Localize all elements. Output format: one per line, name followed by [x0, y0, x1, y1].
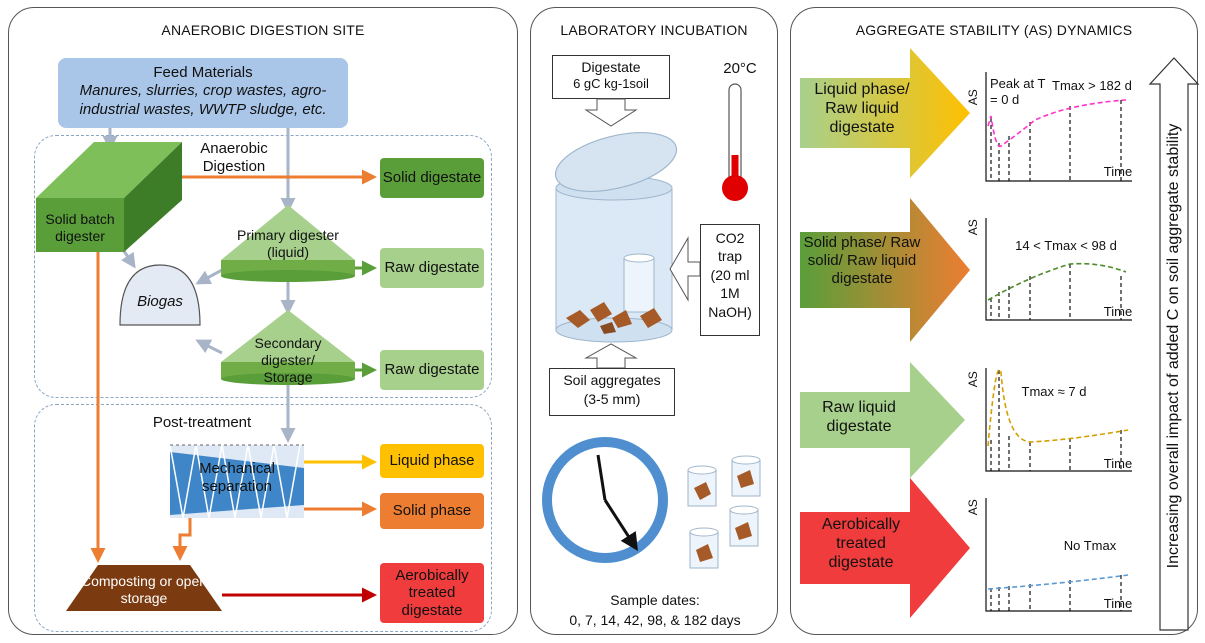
chart4-sample-ticks	[990, 575, 1122, 611]
output-solid-phase: Solid phase	[380, 493, 484, 529]
thermometer-icon	[722, 83, 748, 201]
post-treatment-label: Post-treatment	[152, 414, 252, 431]
increasing-impact-arrow	[1148, 57, 1200, 631]
chart3-ylabel: AS	[965, 371, 980, 388]
panel-title: LABORATORY INCUBATION	[560, 22, 748, 38]
chart1-curve	[987, 99, 1127, 148]
chart3-curve	[987, 369, 1129, 447]
feed-title: Feed Materials	[153, 64, 253, 81]
chart1-sample-ticks	[990, 100, 1122, 181]
row3-arrow-label: Raw liquid digestate	[822, 399, 896, 436]
chart1-xlabel: Time	[1103, 164, 1133, 179]
chart3-tmax-note: Tmax ≈ 7 d	[1021, 384, 1087, 399]
output-aerobically-treated: Aerobically treated digestate	[380, 563, 484, 623]
trap-line-5: NaOH)	[708, 303, 752, 320]
row3-arrow	[800, 362, 965, 478]
chart4-axes	[985, 498, 1132, 612]
chart4-xlabel: Time	[1103, 596, 1133, 611]
digestate-dose-box: Digestate 6 gC kg-1soil	[552, 55, 670, 99]
row1-arrow-label: Liquid phase/ Raw liquid digestate	[814, 81, 910, 137]
row4-arrow-label: Aerobically treated digestate	[821, 516, 901, 572]
soil-size: (3-5 mm)	[583, 390, 641, 407]
biogas-label: Biogas	[137, 293, 183, 310]
primary-digester-label: Primary digester (liquid)	[237, 227, 339, 260]
chart2-xlabel: Time	[1103, 304, 1133, 319]
row1-arrow	[800, 48, 970, 178]
chart4-ylabel: AS	[965, 499, 980, 516]
orange-flow-arrows	[90, 169, 377, 563]
jar-lid	[554, 132, 678, 192]
chart2-sample-ticks	[990, 264, 1122, 320]
feed-text: Manures, slurries, crop wastes, agro-ind…	[79, 82, 327, 118]
chart1-axes	[985, 72, 1132, 182]
secondary-digester-label: Secondary digester/ Storage	[254, 335, 322, 385]
clock-icon	[542, 437, 668, 563]
chart3-sample-ticks	[990, 370, 1122, 471]
chart2-curve	[987, 262, 1127, 301]
row2-arrow	[800, 198, 970, 342]
trap-line-2: trap	[717, 248, 743, 265]
co2-trap-arrow	[669, 236, 701, 302]
anaerobic-digestion-label: Anaerobic Digestion	[200, 140, 268, 175]
co2-trap-box: CO2 trap (20 ml 1M NaOH)	[700, 224, 760, 336]
chart2-tmax-note: 14 < Tmax < 98 d	[1015, 238, 1117, 253]
anaerobic-digestion-zone	[34, 135, 492, 398]
sample-cups-icon	[687, 455, 761, 569]
feed-materials-box: Feed Materials Manures, slurries, crop w…	[58, 58, 348, 128]
chart1-tmax-note: Tmax > 182 d	[1052, 78, 1132, 93]
sample-dates-title: Sample dates:	[610, 592, 700, 608]
chart4-tmax-note: No Tmax	[1063, 538, 1117, 553]
output-raw-digestate-1: Raw digestate	[380, 248, 484, 288]
soil-up-arrow	[584, 343, 638, 369]
sample-dates-values: 0, 7, 14, 42, 98, & 182 days	[569, 612, 741, 628]
mechanical-separation-icon	[169, 444, 304, 519]
row4-arrow	[800, 478, 970, 618]
soil-label: Soil aggregates	[563, 372, 661, 388]
row2-arrow-label: Solid phase/ Raw solid/ Raw liquid diges…	[803, 234, 921, 287]
increasing-impact-text: Increasing overall impact of added C on …	[1165, 123, 1182, 569]
green-flow-arrows	[355, 260, 377, 378]
chart2-axes	[985, 218, 1132, 321]
digestate-down-arrow	[584, 98, 638, 127]
secondary-digester-icon	[221, 310, 355, 385]
chart4-curve	[987, 574, 1129, 590]
digestate-label: Digestate	[581, 59, 641, 75]
mechanical-separation-label: Mechanical separation	[199, 460, 275, 495]
solid-batch-digester-icon	[36, 142, 182, 252]
temperature-label: 20°C	[723, 60, 757, 77]
composting-pile-icon	[66, 565, 222, 611]
soil-aggregates-box: Soil aggregates (3-5 mm)	[549, 368, 675, 416]
primary-digester-icon	[221, 205, 355, 282]
trap-line-3: (20 ml	[710, 266, 750, 283]
post-treatment-zone	[34, 404, 492, 632]
chart1-peak-note: Peak at T = 0 d	[990, 76, 1046, 107]
digestate-dose: 6 gC kg-1soil	[573, 76, 649, 92]
incubation-jar-icon	[554, 132, 678, 343]
output-liquid-phase: Liquid phase	[380, 444, 484, 478]
output-raw-digestate-2: Raw digestate	[380, 350, 484, 390]
panel-title: ANAEROBIC DIGESTION SITE	[161, 22, 365, 38]
chart2-ylabel: AS	[965, 219, 980, 236]
trap-line-1: CO2	[715, 230, 745, 246]
feed-arrows	[102, 128, 296, 443]
solid-batch-label: Solid batch digester	[45, 211, 115, 244]
output-solid-digestate: Solid digestate	[380, 158, 484, 198]
chart3-axes	[985, 368, 1132, 472]
trap-line-4: 1M	[720, 285, 740, 302]
composting-label: Composting or open storage	[80, 573, 208, 606]
biogas-dome-icon	[119, 264, 201, 326]
chart1-ylabel: AS	[965, 89, 980, 106]
panel-title: AGGREGATE STABILITY (AS) DYNAMICS	[855, 22, 1133, 38]
chart3-xlabel: Time	[1103, 456, 1133, 471]
